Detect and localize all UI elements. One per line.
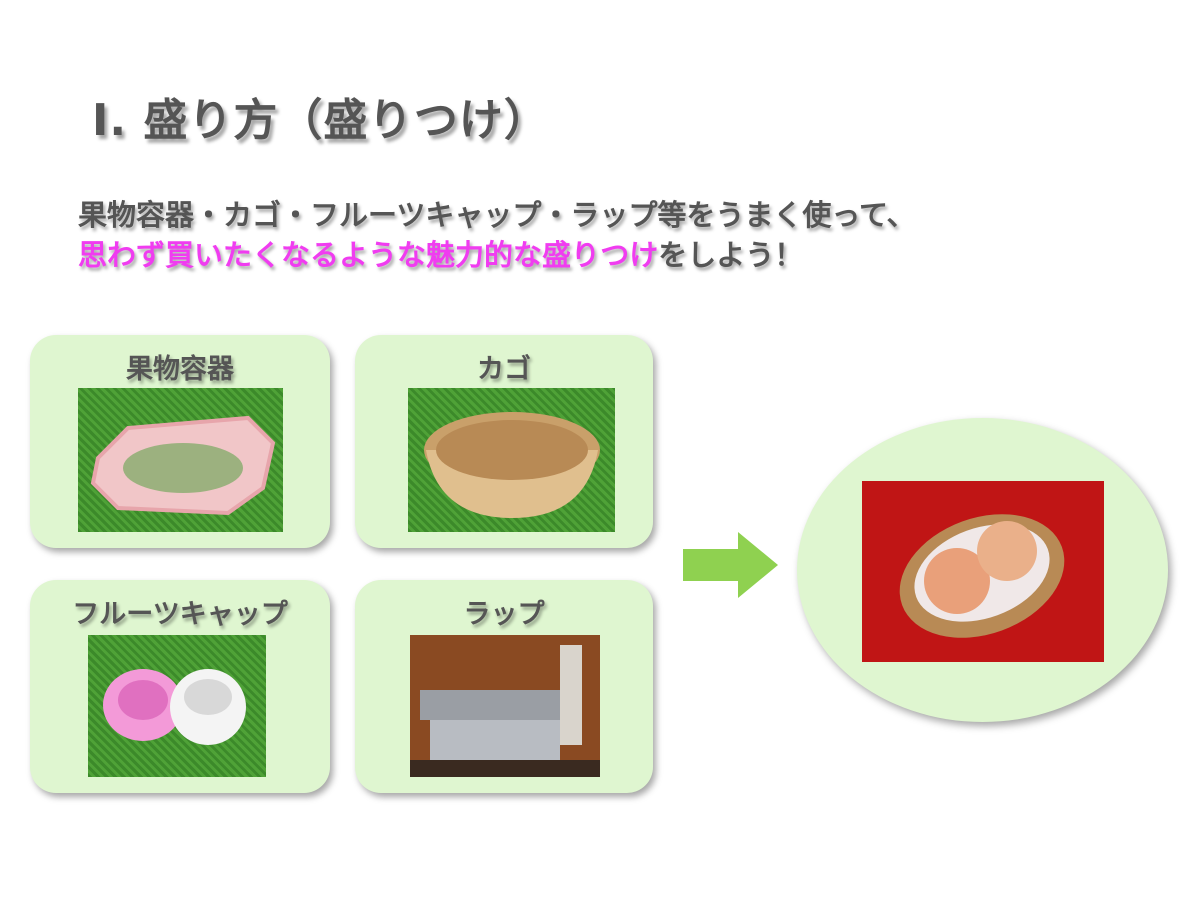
card-fruit-cap: フルーツキャップ	[30, 580, 330, 793]
wrap-machine-image	[410, 635, 600, 777]
basket-image	[424, 412, 600, 518]
peaches-in-basket-image	[862, 481, 1104, 662]
card-label: ラップ	[463, 599, 545, 630]
subtitle-line-1: 果物容器・カゴ・フルーツキャップ・ラップ等をうまく使って、	[78, 198, 916, 232]
slide-title: Ⅰ. 盛り方（盛りつけ）	[92, 95, 549, 146]
wrap-photo	[410, 635, 600, 777]
card-fruit-container: 果物容器	[30, 335, 330, 548]
pink-tray-image	[90, 415, 276, 516]
result-oval	[797, 418, 1168, 722]
card-basket: カゴ	[355, 335, 653, 548]
result-photo	[862, 481, 1104, 662]
card-label: フルーツキャップ	[72, 599, 288, 630]
card-wrap: ラップ	[355, 580, 653, 793]
right-arrow-icon	[683, 532, 778, 598]
card-label: 果物容器	[126, 354, 234, 385]
subtitle-line-2: 思わず買いたくなるような魅力的な盛りつけをしよう！	[78, 232, 803, 274]
basket-photo	[408, 388, 615, 532]
fruit-cap-photo	[88, 635, 266, 777]
fruit-caps-image	[103, 669, 246, 745]
subtitle-highlight: 思わず買いたくなるような魅力的な盛りつけ	[78, 238, 659, 272]
fruit-container-photo	[78, 388, 283, 532]
card-label: カゴ	[477, 354, 531, 385]
subtitle-rest: をしよう！	[658, 238, 804, 272]
